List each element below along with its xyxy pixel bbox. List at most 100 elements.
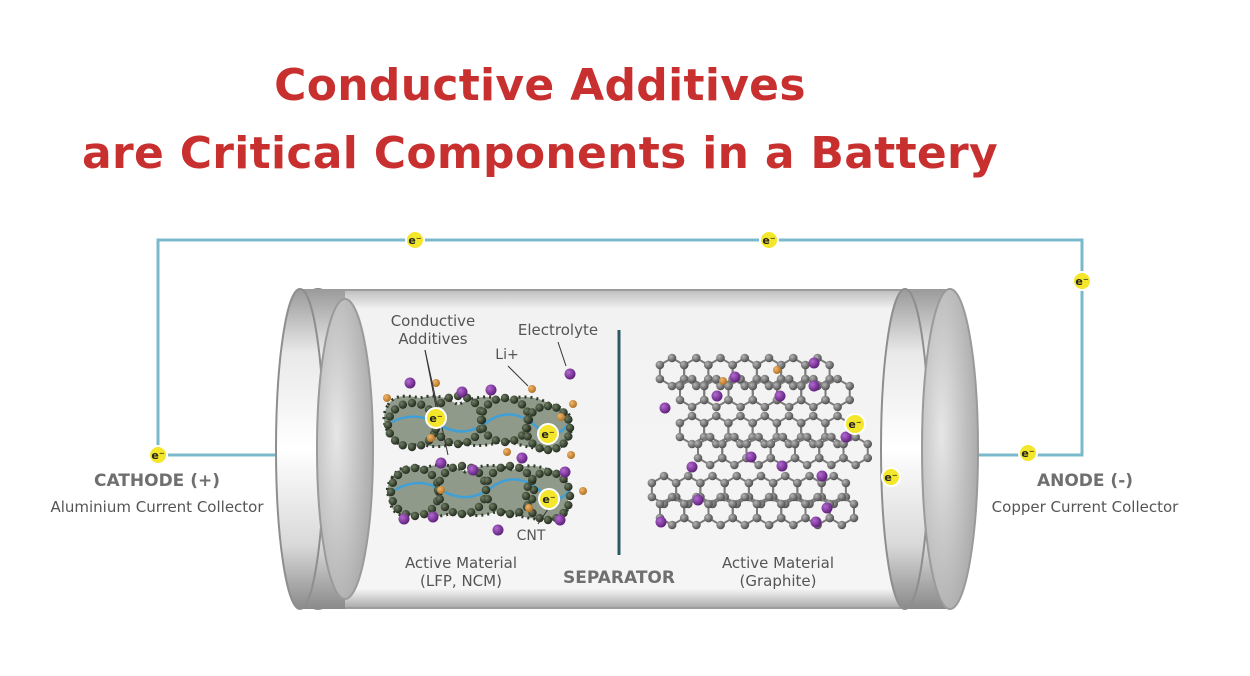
cnt-bead bbox=[476, 415, 486, 425]
annotation-leaders bbox=[424, 341, 567, 525]
cnt-bead bbox=[478, 424, 488, 433]
electron-icon: e⁻ bbox=[425, 407, 447, 429]
graphite-atom bbox=[768, 478, 778, 488]
cnt-bead bbox=[509, 436, 519, 445]
graphite-atom bbox=[756, 471, 766, 481]
cnt-bead bbox=[427, 504, 437, 514]
lithium-ion-icon bbox=[808, 357, 820, 369]
graphite-atom bbox=[841, 478, 851, 488]
graphite-atom bbox=[659, 471, 669, 481]
graphite-atom bbox=[849, 513, 859, 523]
cnt-bead bbox=[416, 400, 426, 409]
graphite-atom bbox=[708, 471, 717, 481]
cnt-bead bbox=[398, 400, 408, 409]
graphite-atom bbox=[740, 520, 750, 530]
electrons: e⁻e⁻e⁻e⁻e⁻e⁻e⁻e⁻e⁻e⁻ bbox=[148, 230, 1092, 510]
cnt-bead bbox=[470, 432, 480, 442]
graphite-lattice-icon bbox=[647, 353, 873, 530]
graphite-atom bbox=[740, 381, 750, 391]
electron-symbol: e⁻ bbox=[151, 449, 164, 462]
graphite-atom bbox=[801, 360, 810, 370]
graphite-atom bbox=[691, 353, 701, 363]
graphite-atom bbox=[752, 360, 762, 370]
cnt-bead bbox=[453, 439, 463, 449]
graphite-atom bbox=[675, 418, 685, 428]
graphite-atom bbox=[679, 360, 689, 370]
electrolyte-particle bbox=[567, 451, 575, 459]
graphite-atom bbox=[825, 374, 834, 384]
electrolyte-particle bbox=[525, 504, 533, 512]
cnt-bead bbox=[419, 465, 429, 475]
graphite-atom bbox=[790, 439, 800, 449]
cnt-bead bbox=[500, 437, 510, 447]
electrolyte-particle bbox=[503, 448, 511, 456]
graphite-atom bbox=[808, 411, 818, 421]
graphite-atom bbox=[829, 471, 839, 481]
cnt-bead bbox=[481, 485, 491, 495]
conductive-additives-label-2: Additives bbox=[398, 330, 467, 348]
cnt-bead bbox=[527, 494, 537, 504]
graphite-atom bbox=[754, 432, 763, 442]
graphite-atom bbox=[778, 432, 788, 442]
graphite-atom bbox=[675, 381, 685, 391]
electrolyte-particle bbox=[579, 487, 587, 495]
lithium-ion-icon bbox=[686, 461, 698, 473]
cnt-bead bbox=[444, 437, 454, 447]
cnt-bead bbox=[559, 439, 568, 448]
cnt-bead bbox=[496, 507, 506, 517]
title-line-2: are Critical Components in a Battery bbox=[81, 128, 999, 179]
electrolyte-particle bbox=[719, 377, 727, 385]
graphite-atom bbox=[863, 439, 873, 449]
cnt-bead bbox=[535, 469, 544, 479]
cnt-bead bbox=[388, 496, 398, 506]
cnt-bead bbox=[386, 487, 396, 497]
lithium-ion-icon bbox=[456, 386, 468, 398]
graphite-atom bbox=[704, 513, 713, 523]
cnt-bead bbox=[528, 439, 537, 448]
cnt-bead bbox=[500, 393, 510, 403]
graphite-atom bbox=[712, 402, 721, 412]
graphite-atom bbox=[728, 499, 738, 509]
cnt-bead bbox=[529, 485, 539, 495]
cnt-bead bbox=[457, 509, 467, 519]
graphite-atom bbox=[825, 360, 834, 370]
graphite-atom bbox=[809, 402, 818, 412]
cnt-bead bbox=[564, 500, 573, 510]
graphite-atom bbox=[863, 453, 873, 463]
cnt-bead bbox=[522, 468, 532, 478]
electron-icon: e⁻ bbox=[844, 413, 866, 435]
graphite-atom bbox=[839, 453, 848, 463]
graphite-atom bbox=[827, 460, 836, 470]
graphite-atom bbox=[796, 418, 806, 428]
graphite-atom bbox=[647, 492, 657, 502]
graphite-atom bbox=[790, 453, 800, 463]
cnt-bead bbox=[505, 509, 515, 519]
graphite-atom bbox=[667, 492, 677, 502]
graphite-atom bbox=[833, 411, 842, 421]
cathode-label: CATHODE (+) bbox=[94, 471, 220, 491]
electrolyte-particle bbox=[437, 486, 445, 494]
cnt-bead bbox=[543, 515, 553, 525]
electrolyte-particle bbox=[569, 400, 577, 408]
cnt-bead bbox=[416, 441, 426, 450]
cnt-bead bbox=[521, 423, 531, 433]
cnt-bead bbox=[393, 504, 403, 514]
graphite-atom bbox=[796, 381, 806, 391]
cathode-active-material-line2: (LFP, NCM) bbox=[420, 572, 502, 590]
lithium-ion-icon bbox=[659, 402, 671, 414]
cnt-bead bbox=[390, 436, 400, 445]
graphite-atom bbox=[655, 360, 665, 370]
graphite-atom bbox=[784, 411, 794, 421]
graphite-atom bbox=[764, 381, 774, 391]
electrolyte-label: Electrolyte bbox=[518, 321, 598, 339]
cnt-bead bbox=[514, 507, 524, 517]
cathode-current-collector bbox=[275, 288, 374, 610]
graphite-atom bbox=[732, 471, 742, 481]
cnt-bead bbox=[564, 482, 573, 492]
graphite-atom bbox=[801, 499, 810, 509]
graphite-atom bbox=[742, 439, 751, 449]
lithium-ion-icon bbox=[729, 371, 741, 383]
anode-current-collector bbox=[880, 288, 979, 610]
graphite-atom bbox=[717, 453, 727, 463]
cnt-bead bbox=[523, 482, 532, 492]
